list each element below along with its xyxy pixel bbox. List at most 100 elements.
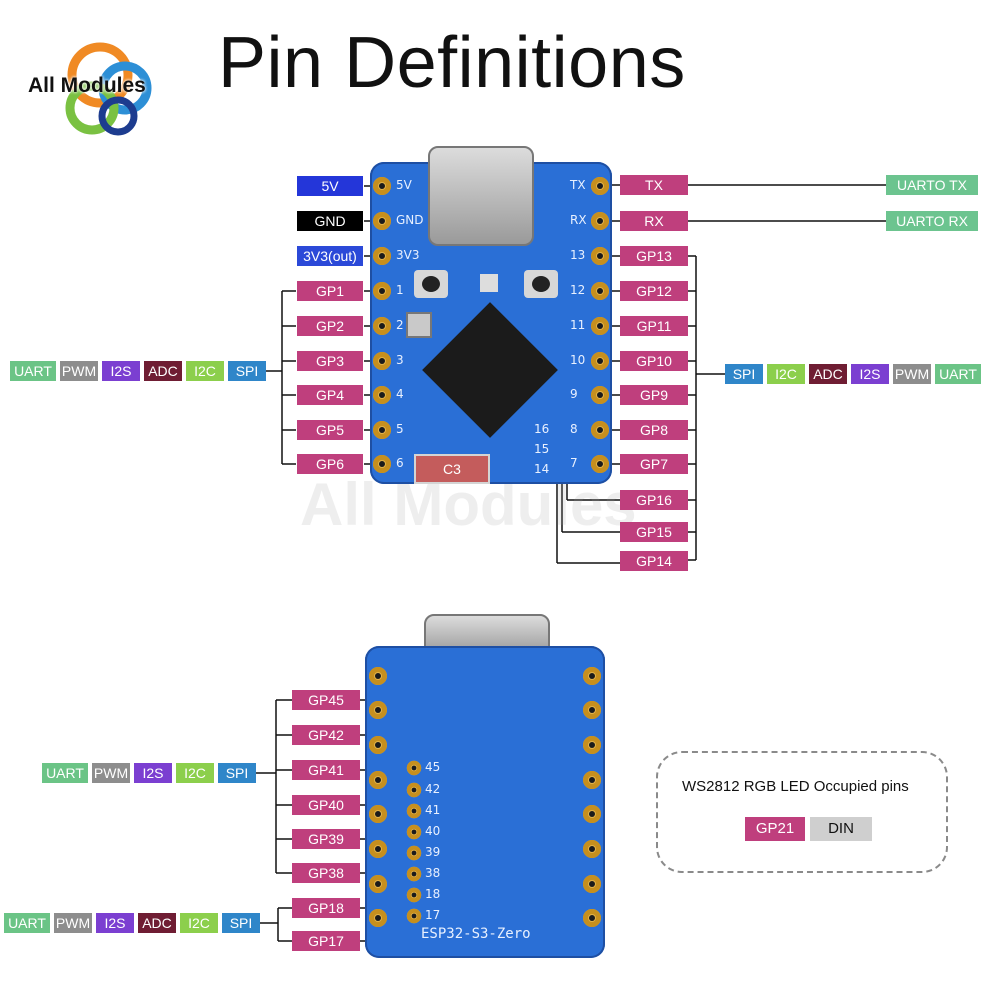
bottom-left-a-fn-uart: UART	[42, 763, 88, 783]
pad-r-8	[591, 455, 609, 473]
pin-label-gp8: GP8	[620, 420, 688, 440]
pad-l-6	[373, 386, 391, 404]
capacitor-label: C3	[443, 461, 461, 477]
top-left-fn-pwm: PWM	[60, 361, 98, 381]
bottom-pad-r-1	[583, 701, 601, 719]
top-left-fn-spi: SPI	[228, 361, 266, 381]
capacitor-c3: C3	[414, 454, 490, 484]
gpio-number-17: 17	[425, 908, 441, 922]
gpio-number-41: 41	[425, 803, 441, 817]
silk-right-0: TX	[570, 178, 586, 192]
silk-bottom-1: 15	[534, 442, 550, 456]
silk-right-1: RX	[570, 213, 587, 227]
power-label-1: GND	[297, 211, 363, 231]
bottom-pad-r-0	[583, 667, 601, 685]
bottom-pad-r-5	[583, 840, 601, 858]
logo-swirl-icon	[65, 42, 152, 136]
bottom-left-b-fn-uart: UART	[4, 913, 50, 933]
silk-right-7: 8	[570, 422, 578, 436]
pin-label-gp38: GP38	[292, 863, 360, 883]
top-right-fn-adc: ADC	[809, 364, 847, 384]
top-left-fn-uart: UART	[10, 361, 56, 381]
gpio-hole-17	[406, 908, 422, 924]
pin-label-gp7: GP7	[620, 454, 688, 474]
occupied-title: WS2812 RGB LED Occupied pins	[682, 778, 909, 795]
pin-label-gp3: GP3	[297, 351, 363, 371]
gpio-hole-45	[406, 760, 422, 776]
esp32-chip	[422, 302, 558, 438]
gpio-number-39: 39	[425, 845, 441, 859]
bottom-left-b-fn-pwm: PWM	[54, 913, 92, 933]
gpio-hole-42	[406, 782, 422, 798]
bottom-pad-l-6	[369, 875, 387, 893]
bottom-pad-l-5	[369, 840, 387, 858]
silk-right-5: 10	[570, 353, 586, 367]
uart0-rx-label: UARTO RX	[886, 211, 978, 231]
power-label-0: 5V	[297, 176, 363, 196]
pin-label-gp5: GP5	[297, 420, 363, 440]
pin-label-gp15: GP15	[620, 522, 688, 542]
pin-label-gp16: GP16	[620, 490, 688, 510]
silk-left-4: 2	[396, 318, 404, 332]
top-right-fn-uart: UART	[935, 364, 981, 384]
page-title: Pin Definitions	[218, 23, 686, 103]
bottom-left-b-fn-i2s: I2S	[96, 913, 134, 933]
occupied-pins-box	[656, 751, 948, 873]
silk-right-6: 9	[570, 387, 578, 401]
logo-text: All Modules	[28, 74, 146, 97]
tx-label: TX	[620, 175, 688, 195]
pin-label-gp12: GP12	[620, 281, 688, 301]
pad-l-4	[373, 317, 391, 335]
bottom-left-a-fn-spi: SPI	[218, 763, 256, 783]
pad-r-3	[591, 282, 609, 300]
pin-label-gp45: GP45	[292, 690, 360, 710]
reset-button	[524, 270, 558, 298]
bottom-left-a-fn-pwm: PWM	[92, 763, 130, 783]
pad-l-2	[373, 247, 391, 265]
pad-l-7	[373, 421, 391, 439]
top-left-fn-i2c: I2C	[186, 361, 224, 381]
pin-label-gp11: GP11	[620, 316, 688, 336]
silk-bottom-2: 14	[534, 462, 550, 476]
pin-label-gp13: GP13	[620, 246, 688, 266]
silk-right-8: 7	[570, 456, 578, 470]
silk-left-2: 3V3	[396, 248, 420, 262]
bottom-pad-l-1	[369, 701, 387, 719]
pin-label-gp2: GP2	[297, 316, 363, 336]
pad-r-4	[591, 317, 609, 335]
pin-label-gp6: GP6	[297, 454, 363, 474]
logo: All Modules	[20, 30, 195, 150]
silk-left-5: 3	[396, 353, 404, 367]
occupied-pin: GP21	[745, 817, 805, 841]
silk-left-6: 4	[396, 387, 404, 401]
uart0-tx-label: UARTO TX	[886, 175, 978, 195]
gpio-number-45: 45	[425, 760, 441, 774]
boot-button	[414, 270, 448, 298]
bottom-pad-r-2	[583, 736, 601, 754]
pin-label-gp10: GP10	[620, 351, 688, 371]
pad-l-8	[373, 455, 391, 473]
pad-r-7	[591, 421, 609, 439]
pad-r-1	[591, 212, 609, 230]
bottom-pad-l-2	[369, 736, 387, 754]
silk-right-2: 13	[570, 248, 586, 262]
pin-label-gp41: GP41	[292, 760, 360, 780]
bottom-left-b-fn-i2c: I2C	[180, 913, 218, 933]
top-right-fn-i2s: I2S	[851, 364, 889, 384]
gpio-number-18: 18	[425, 887, 441, 901]
silk-left-3: 1	[396, 283, 404, 297]
bottom-pad-l-0	[369, 667, 387, 685]
silk-board-name: ESP32-S3-Zero	[421, 926, 531, 942]
pad-r-5	[591, 352, 609, 370]
bottom-left-a-fn-i2s: I2S	[134, 763, 172, 783]
silk-bottom-0: 16	[534, 422, 550, 436]
top-right-fn-i2c: I2C	[767, 364, 805, 384]
bottom-left-a-fn-i2c: I2C	[176, 763, 214, 783]
gpio-hole-41	[406, 803, 422, 819]
pin-label-gp39: GP39	[292, 829, 360, 849]
rx-label: RX	[620, 211, 688, 231]
pin-label-gp40: GP40	[292, 795, 360, 815]
silk-left-0: 5V	[396, 178, 412, 192]
